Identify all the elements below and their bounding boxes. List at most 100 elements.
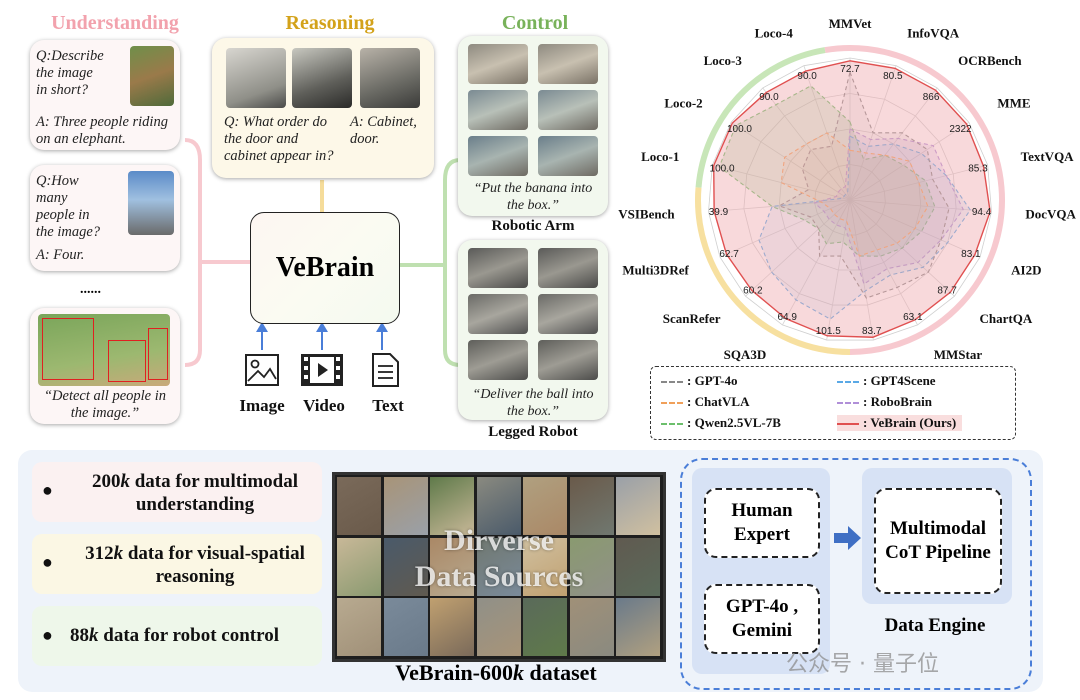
radar-grid-ring	[708, 57, 992, 341]
understanding-header: Understanding	[51, 12, 179, 34]
legged-frame-3	[468, 294, 528, 334]
answer-text: A: Four.	[36, 247, 85, 263]
radar-spoke	[849, 87, 938, 201]
vebrain-box: VeBrain	[250, 212, 400, 324]
mosaic-tile	[383, 477, 428, 535]
understanding-card-2: Q:How many people in the image? A: Four.	[30, 165, 180, 271]
legend-label: : GPT-4o	[687, 373, 738, 388]
mosaic-tile	[383, 537, 428, 596]
arm-frame-4	[538, 90, 598, 130]
radar-group-arc	[824, 45, 1005, 355]
legend-swatch	[837, 402, 859, 405]
legend-label: : GPT4Scene	[863, 373, 936, 388]
legged-instruction: “Deliver the ball into the box.”	[472, 387, 594, 419]
watermark: 公众号 · 量子位	[786, 652, 939, 677]
text-label: Text	[372, 396, 404, 415]
arm-instruction: “Put the banana into the box.”	[473, 181, 593, 213]
human-expert-box: Human Expert	[704, 488, 820, 558]
reasoning-header: Reasoning	[285, 12, 375, 34]
mosaic-tile	[616, 598, 660, 656]
radar-axis-value: 80.5	[883, 71, 903, 82]
arm-frame-5	[468, 136, 528, 176]
legend-item: : Qwen2.5VL-7B	[661, 415, 781, 431]
radar-series-polygon	[777, 70, 950, 299]
legged-frame-2	[538, 248, 598, 288]
radar-spoke	[708, 199, 851, 213]
radar-spoke	[730, 121, 851, 201]
baseball-photo	[38, 314, 170, 386]
answer-text: A: Cabinet, door.	[350, 114, 417, 147]
bullet-text: 88k data for robot control	[70, 625, 279, 646]
legend-label: : Qwen2.5VL-7B	[687, 415, 781, 430]
radar-spoke	[849, 199, 992, 213]
legend-label: : RoboBrain	[863, 394, 932, 409]
mosaic-tile	[430, 537, 474, 596]
radar-spoke	[849, 121, 970, 201]
mosaic-tile	[569, 537, 614, 596]
question-text: Q:How many people in the image?	[36, 173, 101, 240]
radar-series-polygon	[813, 128, 964, 285]
radar-axis-value: 2322	[949, 124, 972, 135]
radar-axis-value: 39.9	[709, 207, 729, 218]
legend-swatch	[837, 381, 859, 384]
radar-axis-value: 60.2	[743, 285, 763, 296]
mosaic-tile	[476, 477, 521, 535]
radar-axis-value: 83.7	[862, 326, 882, 337]
radar-spoke	[826, 199, 851, 341]
radar-axis-value: 94.4	[972, 207, 992, 218]
radar-axis-label: TextVQA	[1021, 149, 1075, 164]
room-photo-3	[360, 48, 420, 108]
mosaic-tile	[523, 477, 567, 535]
radar-axis-label: Loco-1	[641, 149, 679, 164]
legged-frame-1	[468, 248, 528, 288]
mosaic-tile	[337, 537, 381, 596]
radar-series-polygon	[780, 132, 929, 257]
radar-axis-value: 87.7	[937, 285, 957, 296]
mosaic-tile	[337, 477, 381, 535]
radar-axis-value: 85.3	[968, 164, 988, 175]
legend-swatch	[661, 423, 683, 426]
radar-spoke	[849, 199, 918, 326]
legged-frame-6	[538, 340, 598, 380]
understanding-card-1: Q:Describe the image in short? A: Three …	[30, 40, 180, 150]
dataset-caption: VeBrain-600k dataset	[395, 660, 597, 685]
radar-grid-ring	[743, 93, 957, 306]
robotic-arm-card: “Put the banana into the box.”	[458, 36, 608, 216]
radar-group-arc	[695, 47, 826, 188]
reasoning-card: Q: What order do the door and cabinet ap…	[212, 38, 434, 178]
legend-label: : VeBrain (Ours)	[863, 415, 957, 430]
radar-group-arc	[695, 187, 851, 355]
legend-item: : GPT4Scene	[837, 373, 936, 389]
legged-frame-4	[538, 294, 598, 334]
radar-spoke	[762, 87, 851, 201]
radar-axis-label: Multi3DRef	[622, 263, 689, 278]
mosaic-tile	[523, 598, 567, 656]
radar-axis-value: 64.9	[777, 312, 797, 323]
radar-grid-ring	[814, 164, 886, 236]
radar-spoke	[849, 164, 988, 201]
mosaic-tile	[569, 598, 614, 656]
mosaic-tile	[569, 477, 614, 535]
ellipsis: ......	[80, 282, 101, 297]
room-photo-1	[226, 48, 286, 108]
radar-spoke	[719, 199, 851, 258]
image-icon	[244, 353, 280, 387]
radar-spoke	[849, 199, 874, 341]
radar-series-polygon	[758, 135, 971, 320]
legged-robot-card: “Deliver the ball into the box.”	[458, 240, 608, 420]
legend-item: : ChatVLA	[661, 394, 749, 410]
arm-frame-6	[538, 136, 598, 176]
text-document-icon	[370, 352, 400, 388]
radar-axis-label: InfoVQA	[907, 26, 960, 41]
radar-axis-value: 83.1	[961, 249, 981, 260]
video-icon	[300, 353, 344, 387]
legend-swatch	[837, 423, 859, 426]
mosaic-tile	[337, 598, 381, 656]
radar-axis-label: ScanRefer	[663, 311, 721, 326]
